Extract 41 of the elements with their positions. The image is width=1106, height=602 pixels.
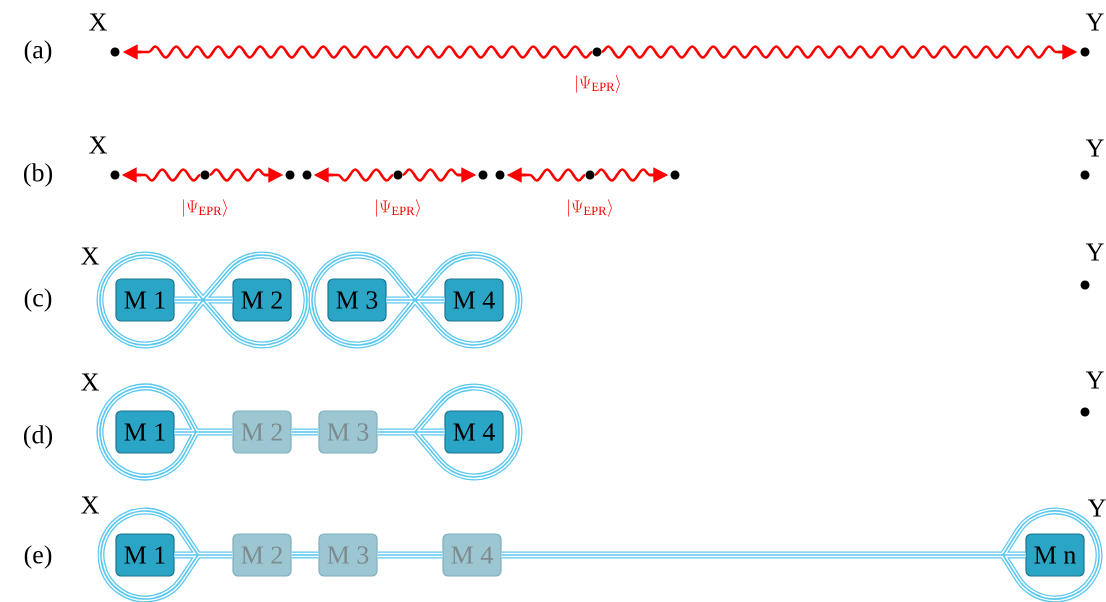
- module-box: M 2: [232, 278, 292, 322]
- module-box: M 3: [327, 278, 387, 322]
- faded-module-box: M 2: [232, 410, 292, 454]
- endpoint-label: Y: [1085, 139, 1104, 157]
- module-box: M 1: [115, 278, 175, 322]
- state-label: $|\Psi_{\mathrm{EPR}}\rangle$: [376, 199, 420, 217]
- faded-module-box: M 3: [318, 533, 378, 577]
- module-box: M 4: [444, 410, 504, 454]
- endpoint-label: Y: [1087, 499, 1106, 517]
- entanglement-loop: [96, 251, 311, 349]
- entanglement-loop: [290, 428, 320, 436]
- state-label: $|\Psi_{\mathrm{EPR}}\rangle$: [568, 199, 612, 217]
- state-label: $|\Psi_{\mathrm{EPR}}\rangle$: [183, 199, 227, 217]
- row-label: (b): [24, 163, 52, 187]
- entanglement-loop: [376, 383, 523, 481]
- faded-module-box: M 4: [442, 533, 502, 577]
- module-box: M 1: [115, 533, 175, 577]
- module-box: M 1: [115, 410, 175, 454]
- entanglement-loop: [96, 383, 234, 481]
- faded-module-box: M 2: [232, 533, 292, 577]
- module-box: M n: [1025, 533, 1085, 577]
- endpoint-label: X: [89, 13, 107, 31]
- row-label: (e): [24, 545, 52, 569]
- row-label: (c): [24, 288, 52, 312]
- entanglement-loop: [97, 507, 234, 602]
- endpoint-label: X: [81, 373, 99, 391]
- entanglement-loop: [308, 251, 523, 349]
- endpoint-label: X: [81, 496, 99, 514]
- entanglement-loop: [500, 507, 1103, 602]
- faded-module-box: M 3: [318, 410, 378, 454]
- state-label: $|\Psi_{\mathrm{EPR}}\rangle$: [576, 75, 620, 93]
- endpoint-label: Y: [1085, 371, 1104, 389]
- entanglement-loop: [290, 551, 320, 559]
- row-label: (a): [24, 40, 52, 64]
- endpoint-label: Y: [1085, 13, 1104, 31]
- module-box: M 4: [444, 278, 504, 322]
- endpoint-label: X: [81, 247, 99, 265]
- endpoint-label: X: [89, 136, 107, 154]
- endpoint-label: Y: [1085, 243, 1104, 261]
- entanglement-loop: [376, 551, 444, 559]
- row-label: (d): [24, 425, 52, 449]
